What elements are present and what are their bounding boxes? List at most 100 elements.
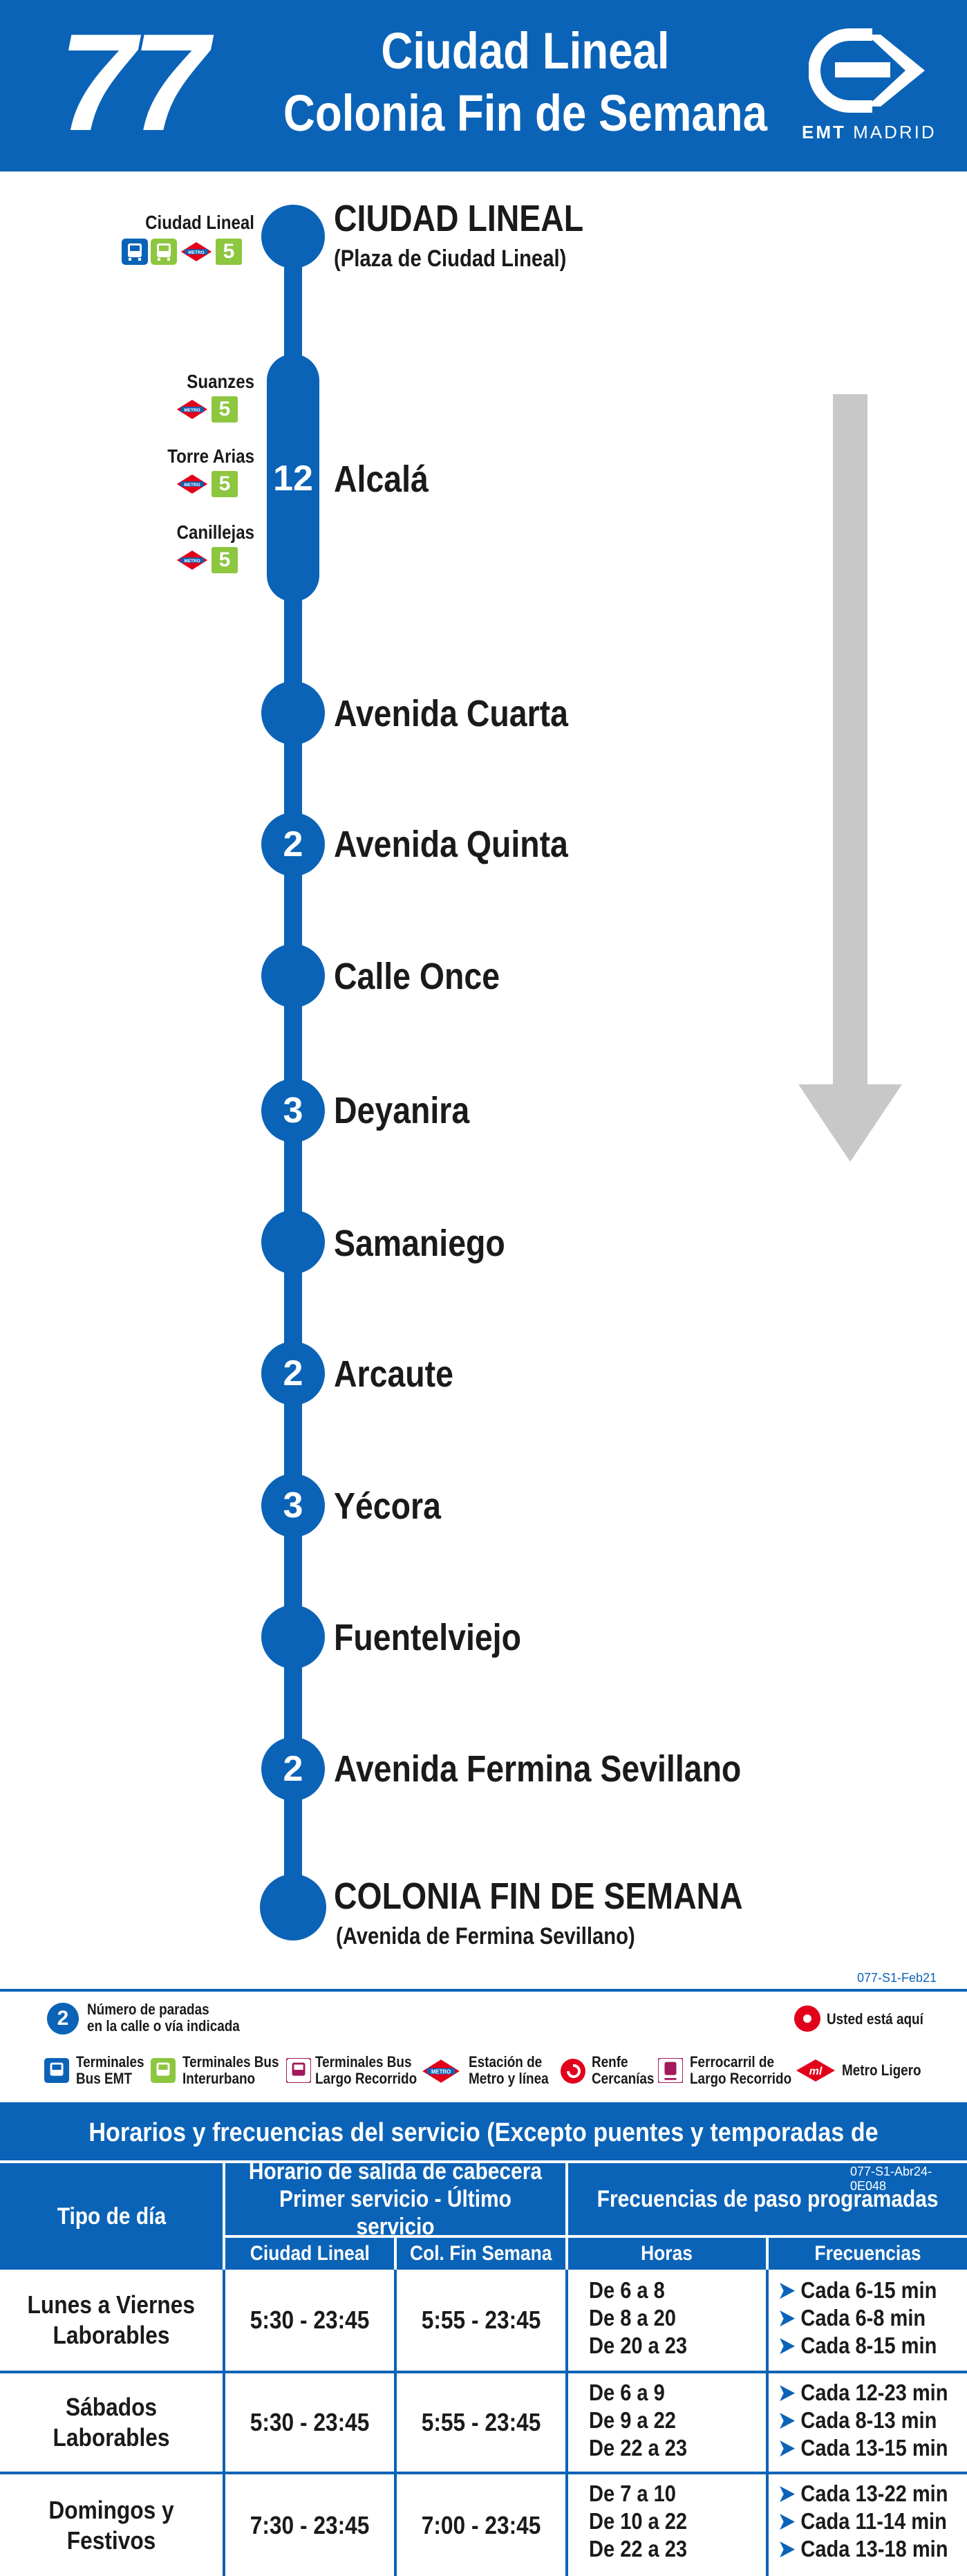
- title-separator: [0, 2160, 967, 2163]
- legend-label: Terminales: [76, 2053, 144, 2070]
- legend-label: Ferrocarril de: [690, 2053, 774, 2070]
- timetable-code: 077-S1-Abr24-0E048: [850, 2165, 932, 2193]
- stop-group-marker: [267, 354, 319, 602]
- table-cell-terminal-b: 5:55 - 23:45: [421, 2408, 541, 2436]
- stop-count-badge: 3: [261, 1079, 325, 1142]
- connection-icons: METRO 5: [122, 238, 257, 266]
- stop-name: Arcaute: [334, 1353, 453, 1395]
- table-cell-hours: De 22 a 23: [589, 2435, 688, 2461]
- metro-icon: METRO: [180, 242, 212, 261]
- svg-text:METRO: METRO: [431, 2068, 451, 2075]
- table-cell-frequency: ➤ Cada 6-8 min: [778, 2305, 926, 2331]
- legend-label: en la calle o vía indicada: [87, 2017, 240, 2035]
- legend-label: Cercanías: [592, 2070, 655, 2087]
- metro-icon: METRO: [176, 400, 208, 419]
- stop-subtitle: (Avenida de Fermina Sevillano): [336, 1923, 635, 1949]
- interurban-bus-icon: [151, 2058, 176, 2083]
- emt-logo-text: EMT MADRID: [802, 122, 937, 142]
- column-header-terminal-a: Ciudad Lineal: [225, 2238, 394, 2270]
- header-separator: [565, 2163, 568, 2270]
- connection-icons: METRO 5: [176, 546, 238, 574]
- legend-label: Número de paradas: [87, 2001, 209, 2018]
- stop-name: COLONIA FIN DE SEMANA: [334, 1875, 743, 1917]
- table-cell-hours: De 6 a 9: [589, 2380, 665, 2405]
- legend-label: Metro Ligero: [842, 2061, 921, 2079]
- column-header-day-type: Tipo de día: [0, 2163, 223, 2270]
- terminal-stop-dot: [260, 1874, 326, 1940]
- legend-label: Largo Recorrido: [690, 2070, 792, 2087]
- connection-icons: METRO 5: [176, 470, 238, 498]
- stop-name: Fuentelviejo: [334, 1617, 521, 1658]
- emt-bus-terminal-icon: [122, 239, 148, 265]
- stop-dot: [261, 944, 325, 1008]
- interurban-bus-icon: [151, 239, 177, 265]
- metro-icon: METRO: [422, 2059, 460, 2083]
- legend-stop-count-badge: 2: [47, 2003, 79, 2035]
- route-origin: Ciudad Lineal: [381, 22, 670, 80]
- table-cell-terminal-a: 7:30 - 23:45: [250, 2510, 370, 2539]
- table-cell-hours: De 10 a 22: [589, 2508, 688, 2534]
- header-separator: [225, 2235, 967, 2238]
- table-cell-frequency: ➤ Cada 12-23 min: [778, 2380, 948, 2405]
- header-separator: [766, 2238, 769, 2270]
- table-cell-hours: De 22 a 23: [589, 2536, 688, 2561]
- connection-name: Suanzes: [187, 371, 254, 392]
- stop-name: Samaniego: [334, 1223, 505, 1264]
- svg-text:METRO: METRO: [184, 408, 200, 413]
- table-cell-hours: De 8 a 20: [589, 2305, 676, 2331]
- table-cell-hours: De 9 a 22: [589, 2407, 676, 2433]
- table-cell-frequency: ➤ Cada 11-14 min: [778, 2508, 947, 2534]
- renfe-icon: [561, 2059, 585, 2084]
- table-cell-frequency: ➤ Cada 8-13 min: [778, 2407, 937, 2433]
- table-cell-terminal-b: 7:00 - 23:45: [421, 2510, 541, 2539]
- stop-name: Avenida Quinta: [334, 824, 568, 865]
- route-destination: Colonia Fin de Semana: [283, 84, 768, 142]
- light-rail-icon: ml: [796, 2059, 835, 2082]
- table-cell-terminal-b: 5:55 - 23:45: [421, 2306, 541, 2334]
- header-separator: [394, 2238, 397, 2270]
- legend-label: Renfe: [592, 2053, 628, 2070]
- table-cell-hours: De 20 a 23: [589, 2333, 688, 2358]
- stop-count-badge: 3: [261, 1474, 325, 1537]
- connection-name: Torre Arias: [167, 445, 254, 467]
- header-bar: [0, 0, 967, 172]
- metro-line-5-badge: 5: [212, 396, 238, 423]
- timetable-title: Horarios y frecuencias del servicio (Exc…: [0, 2102, 967, 2208]
- table-cell-terminal-a: 5:30 - 23:45: [250, 2306, 370, 2334]
- svg-text:ml: ml: [809, 2066, 823, 2077]
- legend-label: Terminales Bus: [315, 2053, 412, 2070]
- header-separator: [223, 2163, 225, 2270]
- column-header-terminal-b: Col. Fin Semana: [397, 2238, 565, 2270]
- stop-subtitle: (Plaza de Ciudad Lineal): [334, 245, 567, 272]
- legend-label: Largo Recorrido: [315, 2070, 417, 2087]
- table-grid-line: [766, 2270, 769, 2576]
- svg-text:METRO: METRO: [184, 483, 200, 488]
- metro-line-5-badge: 5: [212, 547, 238, 573]
- you-are-here-icon: [794, 2005, 820, 2032]
- table-grid-line: [223, 2270, 225, 2576]
- legend-label: Metro y línea: [469, 2070, 549, 2087]
- legend-label: Estación de: [469, 2053, 543, 2070]
- legend-label: Terminales Bus: [182, 2053, 279, 2070]
- connection-name: Ciudad Lineal: [145, 212, 254, 233]
- legend-label: Usted está aquí: [827, 2010, 923, 2028]
- direction-arrow-icon: [798, 1084, 902, 1162]
- column-header-departure: Horario de salida de cabecera Primer ser…: [225, 2158, 565, 2240]
- line-number: 77: [59, 6, 208, 160]
- column-header-hours: Horas: [568, 2238, 766, 2270]
- metro-line-5-badge: 5: [216, 239, 242, 265]
- table-grid-line: [565, 2270, 568, 2576]
- table-cell-hours: De 6 a 8: [589, 2277, 665, 2303]
- long-distance-bus-icon: [286, 2058, 311, 2083]
- stop-name: Avenida Cuarta: [334, 693, 568, 734]
- legend-label: Interurbano: [182, 2070, 256, 2087]
- table-cell-frequency: ➤ Cada 6-15 min: [778, 2277, 937, 2303]
- connection-name: Canillejas: [176, 521, 254, 543]
- table-cell-terminal-a: 5:30 - 23:45: [250, 2408, 370, 2436]
- stop-count-badge: 2: [261, 1737, 325, 1801]
- stop-name: Alcalá: [334, 458, 429, 500]
- table-cell-frequency: ➤ Cada 8-15 min: [778, 2333, 937, 2358]
- stop-name: Deyanira: [334, 1090, 470, 1131]
